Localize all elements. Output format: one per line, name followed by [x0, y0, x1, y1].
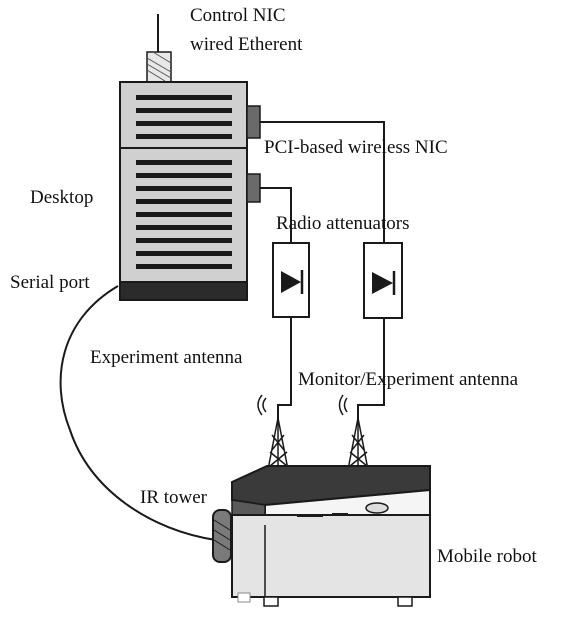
- radio-attenuator-left: [272, 242, 310, 318]
- desktop-computer: [119, 81, 261, 301]
- radio-attenuators-label: Radio attenuators: [276, 213, 410, 234]
- mobile-robot: [231, 465, 431, 607]
- desktop-label: Desktop: [30, 187, 93, 208]
- nic-wiring: [260, 121, 385, 243]
- serial-port-label: Serial port: [10, 272, 90, 293]
- experiment-antenna-label: Experiment antenna: [90, 347, 243, 368]
- mobile-robot-label: Mobile robot: [437, 546, 537, 567]
- radio-attenuator-right: [363, 242, 403, 319]
- ir-tower-device: [212, 509, 232, 563]
- control-nic-label-line2: wired Etherent: [190, 34, 303, 55]
- serial-cable: [59, 285, 217, 541]
- control-nic-label-line1: Control NIC: [190, 5, 286, 26]
- pci-wireless-nic-label: PCI-based wireless NIC: [264, 137, 448, 158]
- control-nic-connector: [146, 14, 172, 83]
- ir-tower-label: IR tower: [140, 487, 208, 508]
- antenna-wiring: [277, 317, 385, 420]
- monitor-experiment-antenna-label: Monitor/Experiment antenna: [298, 369, 519, 390]
